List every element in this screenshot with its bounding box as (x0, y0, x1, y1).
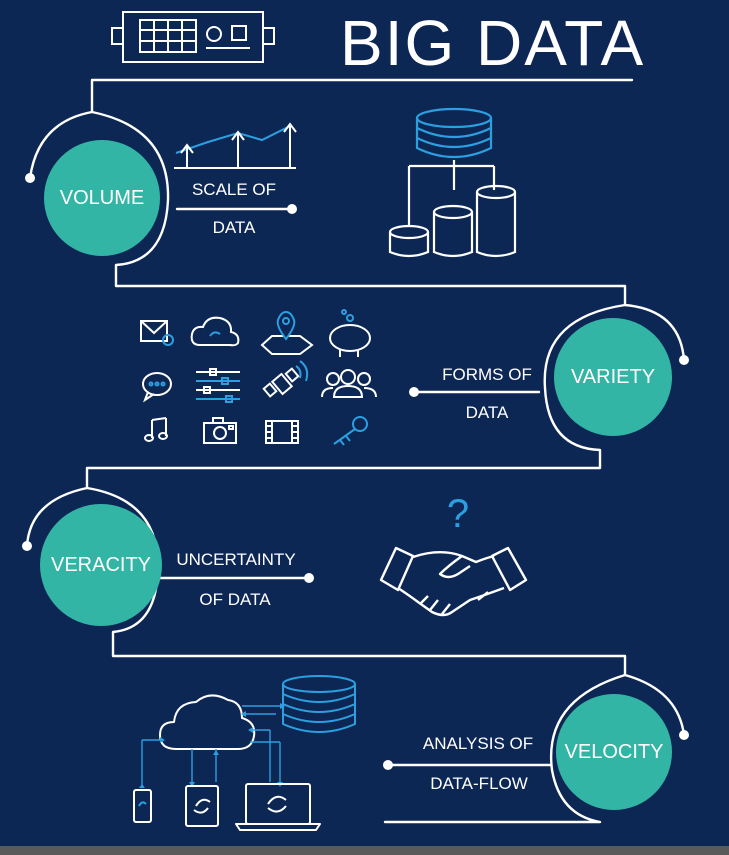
server-rack-icon (111, 11, 275, 63)
email-icon (140, 320, 174, 346)
velocity-label: VELOCITY (564, 740, 664, 763)
growth-chart-icon (174, 122, 297, 169)
velocity-desc-line1: ANALYSIS OF (422, 734, 534, 753)
handshake-icon (379, 546, 528, 617)
velocity-circle: VELOCITY (556, 694, 672, 810)
database-tree-icon (388, 107, 517, 258)
veracity-circle: VERACITY (40, 504, 162, 626)
chat-bubble-icon (142, 372, 172, 403)
velocity-desc-line2: DATA-FLOW (430, 774, 528, 793)
volume-circle: VOLUME (44, 140, 160, 256)
laptop-icon (235, 783, 321, 831)
volume-label: VOLUME (59, 186, 145, 209)
cloud-sync-icon (190, 316, 240, 347)
bottom-bar (0, 846, 729, 855)
piggy-bank-icon (329, 309, 371, 357)
sliders-icon (196, 368, 240, 403)
tablet-icon (185, 785, 219, 827)
variety-circle: VARIETY (554, 318, 672, 436)
veracity-desc-line1: UNCERTAINTY (176, 550, 296, 569)
camera-icon (203, 417, 237, 444)
volume-desc-line2: DATA (212, 218, 256, 237)
map-pin-icon (260, 310, 314, 355)
group-icon (321, 369, 377, 398)
volume-desc-line1: SCALE OF (191, 180, 277, 199)
satellite-icon (262, 360, 309, 398)
database-icon (282, 675, 356, 733)
veracity-label: VERACITY (50, 553, 152, 576)
key-icon (333, 416, 368, 446)
phone-icon (133, 789, 152, 823)
film-strip-icon (265, 420, 299, 444)
page-title: BIG DATA (340, 7, 646, 79)
question-mark-icon: ? (446, 492, 470, 536)
veracity-desc-line2: OF DATA (199, 590, 271, 609)
variety-label: VARIETY (570, 365, 656, 388)
variety-desc-line2: DATA (465, 403, 509, 422)
cloud-icon (159, 694, 256, 750)
music-note-icon (144, 417, 168, 442)
variety-desc-line1: FORMS OF (442, 365, 532, 384)
